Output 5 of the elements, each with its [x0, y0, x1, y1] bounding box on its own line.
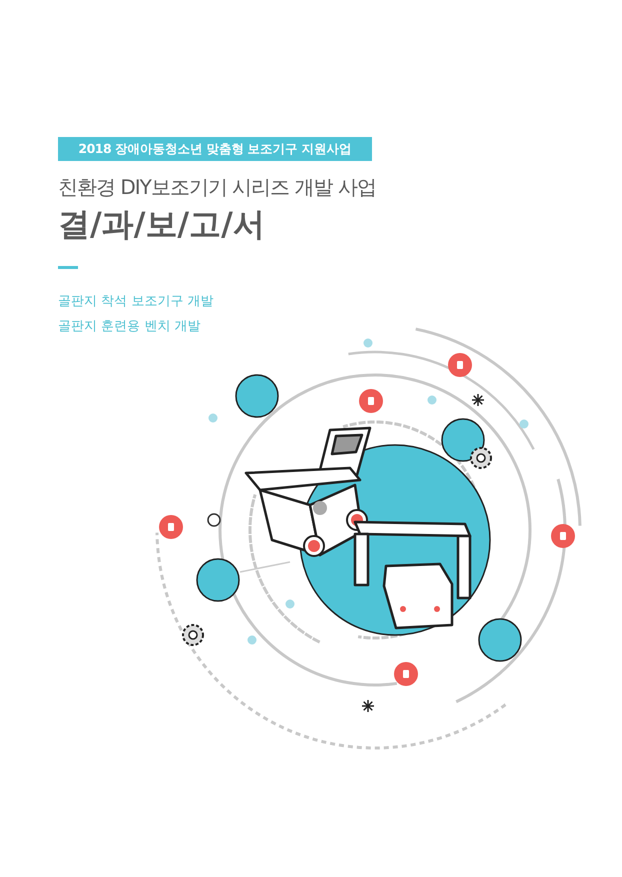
title: 결/과/보/고/서	[58, 204, 265, 245]
subtitle: 친환경 DIY보조기기 시리즈 개발 사업	[58, 174, 376, 201]
topic-line: 골판지 착석 보조기구 개발	[58, 293, 214, 310]
banner: 2018 장애아동청소년 맞춤형 보조기구 지원사업	[58, 137, 372, 161]
topic-line: 골판지 훈련용 벤치 개발	[58, 318, 200, 335]
